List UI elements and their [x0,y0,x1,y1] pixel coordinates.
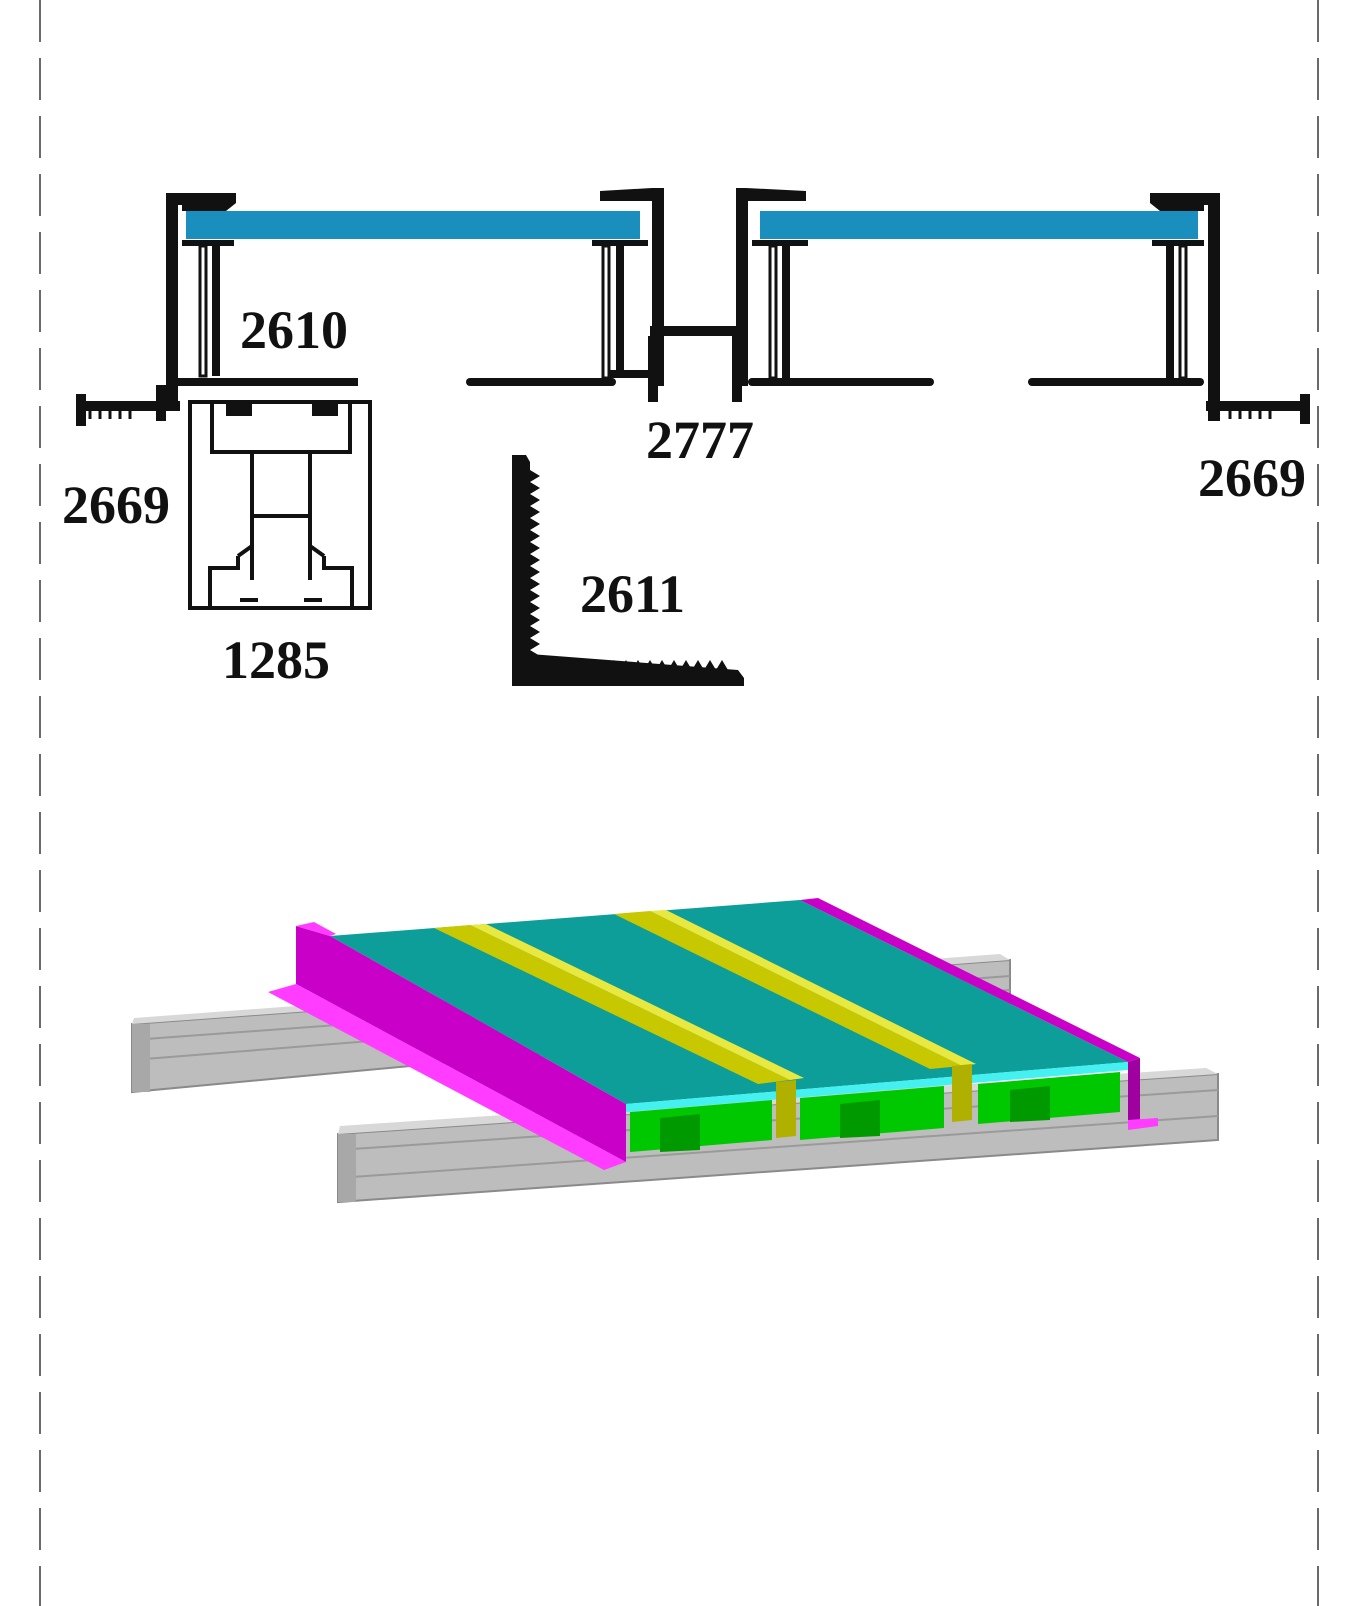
label-2777: 2777 [646,410,754,470]
joint-profile-2 [614,910,976,1122]
label-2669-left: 2669 [62,475,170,535]
side-profile-right [800,898,1158,1130]
left-outer-profile [76,193,236,426]
glazing-panel-right [760,211,1198,239]
label-1285: 1285 [222,630,330,690]
part-2611-angle [512,455,744,686]
label-2611: 2611 [580,564,685,624]
glazing-panel-left [186,211,640,239]
joint-profile-1 [434,924,804,1138]
part-1285-rail-section [188,400,372,610]
label-2669-right: 2669 [1198,448,1306,508]
isometric-assembly [131,898,1219,1204]
cross-section-drawing: 2610 2777 2669 2669 1285 2611 [62,188,1310,690]
inner-ribs [630,1072,1120,1152]
label-2610: 2610 [240,300,348,360]
part-2610-plate [178,378,616,386]
glazing-front-edge [626,1062,1128,1112]
right-outer-profile [1028,193,1310,424]
center-right-profile [736,188,934,386]
side-profile-left [268,922,626,1170]
